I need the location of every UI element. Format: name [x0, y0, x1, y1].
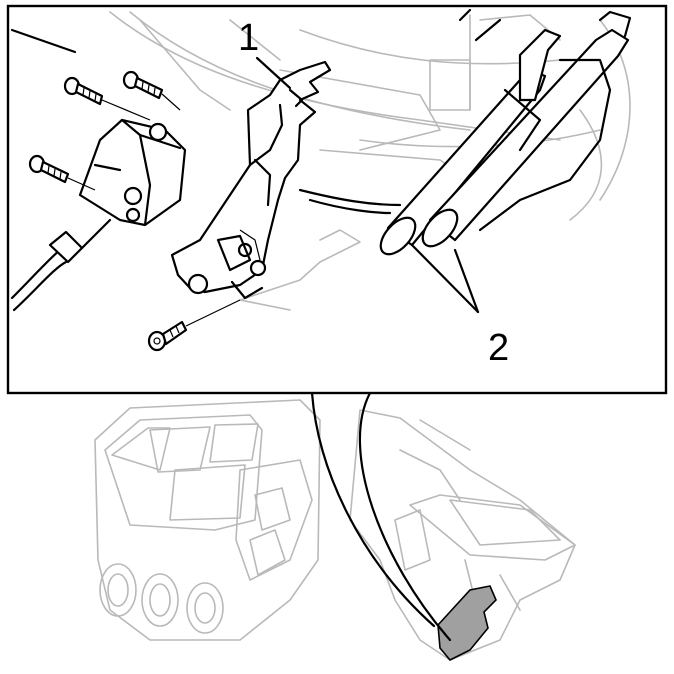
screw-2 [122, 70, 164, 100]
actuator-motor [10, 28, 187, 312]
callout-leaders [255, 56, 480, 314]
callout-label-2: 2 [488, 327, 509, 369]
detail-leader-line-left [310, 391, 436, 628]
screw-4 [147, 320, 188, 352]
screw-1 [63, 76, 104, 106]
overview-hvac-unit [94, 399, 576, 661]
screw-3 [28, 154, 70, 184]
callout-label-1: 1 [238, 17, 259, 59]
mounting-screws [28, 70, 241, 352]
actuator-bracket [170, 60, 332, 300]
detail-leader-line-right [358, 391, 452, 642]
highlighted-actuator-location [437, 585, 497, 661]
